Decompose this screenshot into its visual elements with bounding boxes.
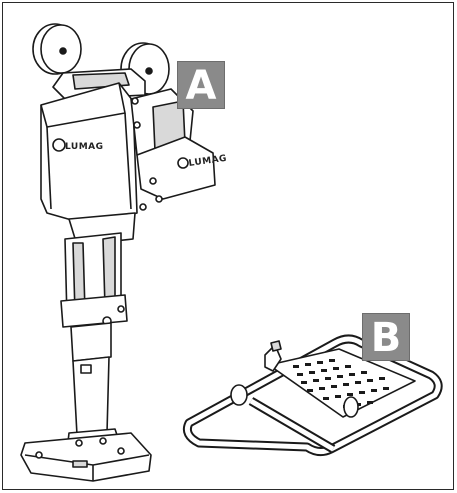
frame-wheel-left [230, 384, 248, 406]
frame-wheel-right [343, 396, 359, 418]
label-a: A [177, 61, 225, 109]
product-illustration: LUMAG LUMAG [20, 23, 443, 482]
shaft-upper [70, 322, 112, 362]
svg-text:LUMAG: LUMAG [65, 142, 104, 152]
transport-wheel-left [32, 23, 82, 75]
machine-b [182, 334, 443, 457]
label-b: B [362, 313, 410, 361]
image-frame: LUMAG LUMAG [2, 2, 454, 490]
logo-body: LUMAG [52, 138, 104, 152]
machine-a: LUMAG LUMAG [20, 23, 228, 482]
rammer-foot [20, 432, 152, 482]
